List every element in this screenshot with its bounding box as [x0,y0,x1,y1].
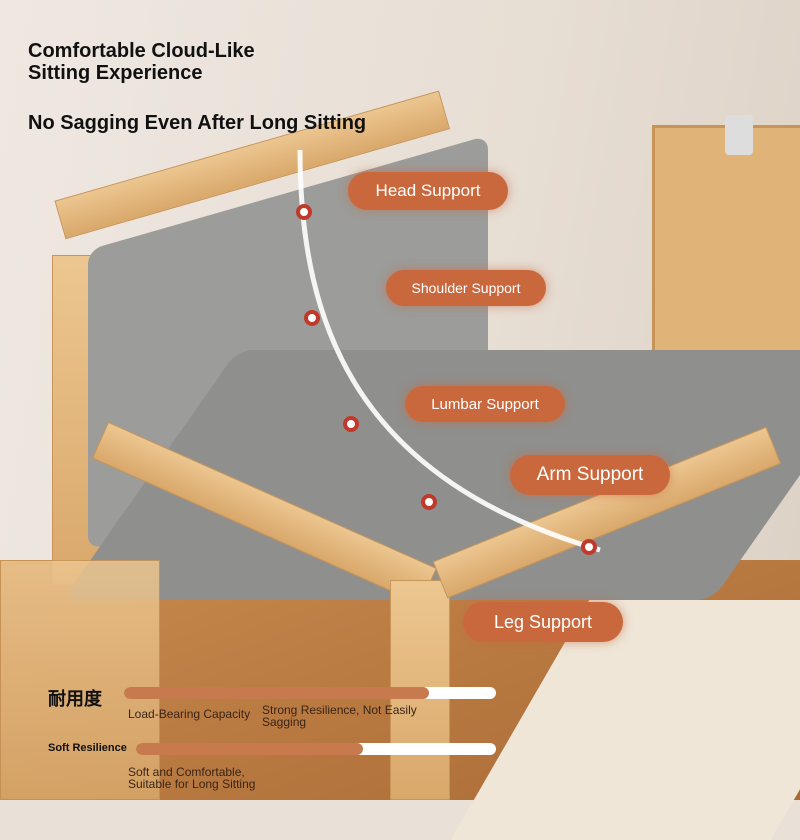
head-support-label: Head Support [348,172,508,210]
support-point-head [296,204,312,220]
durability-bar-fill [124,687,430,699]
lumbar-support-label: Lumbar Support [405,386,565,422]
shoulder-support-label: Shoulder Support [386,270,546,306]
headline: Comfortable Cloud-Like Sitting Experienc… [28,40,255,84]
arm-support-label: Arm Support [510,455,670,495]
headline-line1: Comfortable Cloud-Like [28,40,255,62]
rating-title-durability: 耐用度 [48,689,102,709]
support-point-shoulder [304,310,320,326]
durability-bar [124,687,496,699]
support-point-arm [421,494,437,510]
rating-subtitle-load: Load-Bearing Capacity [128,707,251,721]
rating-description-soft: Soft and Comfortable, Suitable for Long … [128,765,256,791]
support-curve [297,149,601,553]
rating-title-soft: Soft Resilience [48,742,127,754]
side-table [0,560,160,800]
softness-bar [136,743,496,755]
subtitle: No Sagging Even After Long Sitting [28,112,367,134]
diffuser-bottle [725,115,753,155]
support-point-leg [581,539,597,555]
rating-description-durability: Strong Resilience, Not Easily Sagging [262,703,417,729]
support-point-lumbar [343,416,359,432]
headline-line2: Sitting Experience [28,62,203,84]
softness-bar-fill [136,743,363,755]
leg-support-label: Leg Support [463,602,623,642]
bookshelf [652,125,800,375]
